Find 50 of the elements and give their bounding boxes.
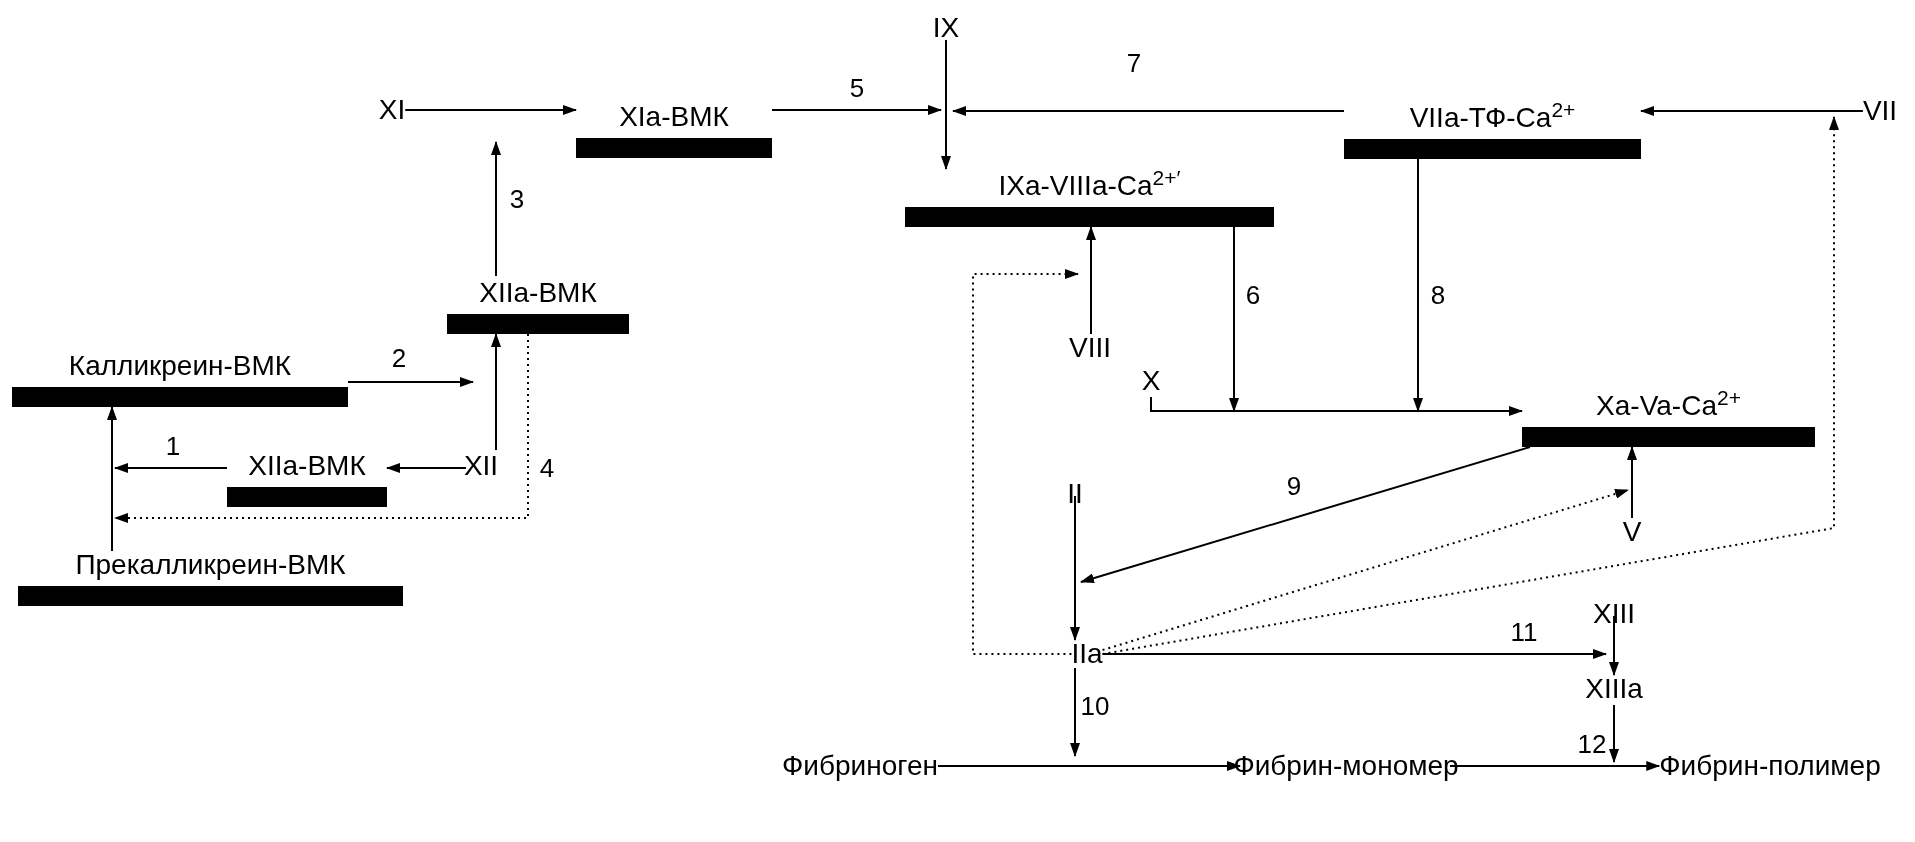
arrow xyxy=(1449,761,1661,771)
factor-label: VII xyxy=(1862,95,1898,127)
arrow xyxy=(1229,226,1239,412)
arrow xyxy=(491,333,501,451)
complex-label: XIIa-ВМК xyxy=(248,449,366,483)
factor-label: II xyxy=(1067,478,1083,510)
arrow xyxy=(1609,704,1619,763)
factor-label: Фибриноген xyxy=(782,750,938,782)
arrow xyxy=(107,406,117,552)
dotted-arrow xyxy=(1101,116,1839,655)
arrow xyxy=(941,39,951,170)
factor-label: Фибрин-полимер xyxy=(1659,750,1881,782)
factor-label: V xyxy=(1622,516,1642,548)
arrow xyxy=(1413,158,1423,412)
arrow xyxy=(952,106,1345,116)
arrow xyxy=(491,141,501,277)
factor-label: X xyxy=(1141,365,1161,397)
factor-label: Фибрин-мономер xyxy=(1233,750,1459,782)
arrow xyxy=(1086,226,1096,335)
arrow xyxy=(1070,495,1080,641)
complex-label: Xa-Va-Ca$^{2+}$ xyxy=(1596,389,1741,423)
complex-label: Прекалликреин-ВМК xyxy=(75,548,346,582)
complex-label: IXa-VIIIa-Ca$^{2+′}$ xyxy=(998,169,1181,203)
arrow xyxy=(1101,649,1607,659)
arrow xyxy=(1150,396,1523,416)
factor-label: XIII xyxy=(1593,598,1635,630)
factor-label: IIa xyxy=(1071,638,1103,670)
arrow xyxy=(404,105,577,115)
arrow xyxy=(936,761,1241,771)
dotted-arrow xyxy=(114,333,529,523)
arrow xyxy=(1080,446,1531,584)
arrow xyxy=(1627,446,1637,519)
factor-label: XIIIa xyxy=(1585,673,1643,705)
complex-label: XIa-ВМК xyxy=(619,100,729,134)
complex-label: Калликреин-ВМК xyxy=(68,349,292,383)
arrow xyxy=(1609,615,1619,676)
arrow xyxy=(347,377,474,387)
arrow xyxy=(771,105,942,115)
arrow xyxy=(386,463,467,473)
factor-label: IX xyxy=(932,12,960,44)
complex-label: XIIa-ВМК xyxy=(479,276,597,310)
arrow xyxy=(114,463,228,473)
dotted-arrow xyxy=(972,269,1079,655)
arrow xyxy=(1640,106,1864,116)
factor-label: VIII xyxy=(1069,332,1111,364)
complex-label: VIIa-ТФ-Ca$^{2+}$ xyxy=(1409,101,1576,135)
factor-label: XII xyxy=(463,450,499,482)
dotted-arrow xyxy=(1101,489,1629,651)
factor-label: XI xyxy=(378,94,406,126)
arrow xyxy=(1070,667,1080,757)
